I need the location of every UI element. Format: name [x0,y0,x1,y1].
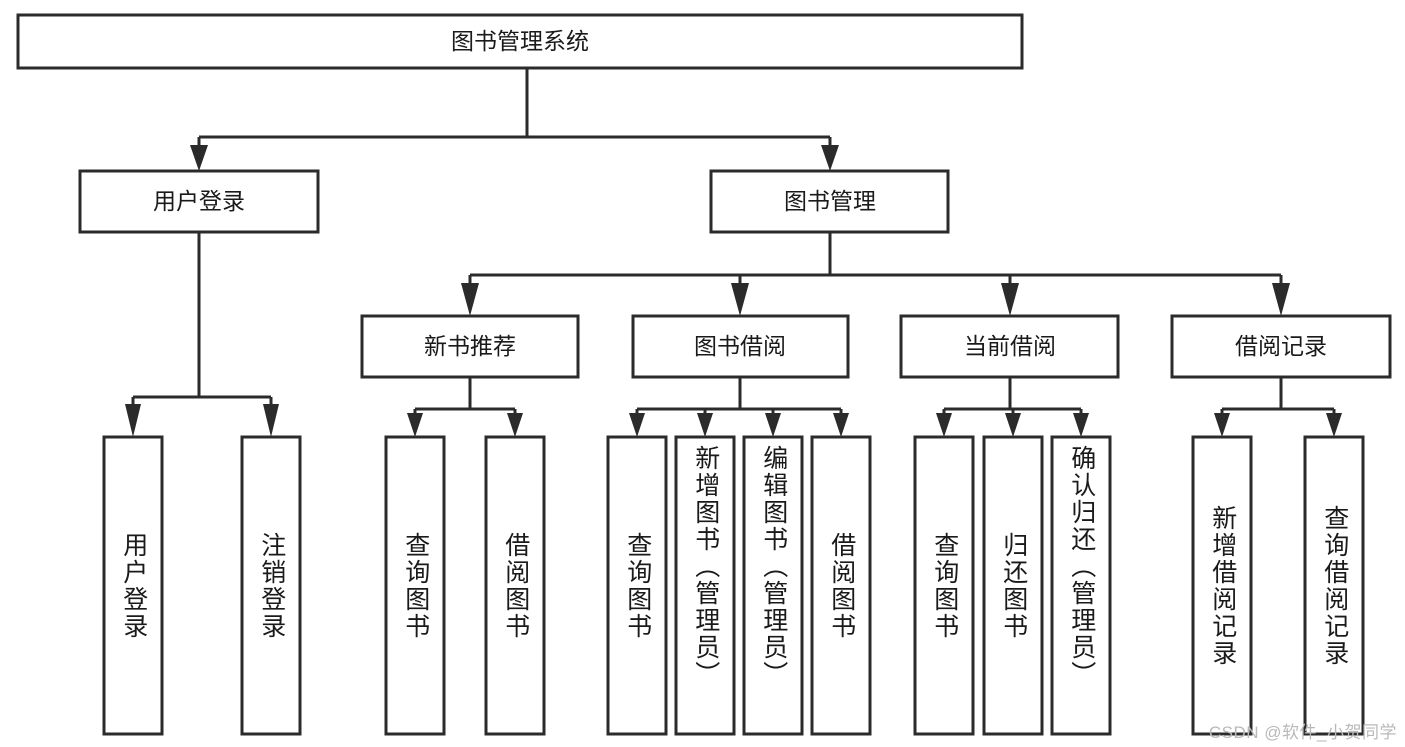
leaf-query-borrow-record-box[interactable] [1303,435,1365,736]
node-current-borrow[interactable]: 当前借阅 [899,314,1120,379]
arrow-head-new-book-recommend [461,283,479,316]
arrow-head-leaf-borrow-book-rec [507,413,523,437]
arrow-head-leaf-query-book-current [936,413,952,437]
arrow-head-leaf-user-login [125,404,141,437]
node-book-management-box[interactable] [709,169,950,234]
node-book-borrow-box[interactable] [631,314,850,379]
leaf-confirm-return-admin-box[interactable] [1050,435,1112,736]
node-current-borrow-label: 当前借阅 [964,333,1056,359]
arrow-head-leaf-confirm-return-admin [1073,413,1089,437]
node-root-label: 图书管理系统 [451,28,589,54]
node-current-borrow-box[interactable] [899,314,1120,379]
leaf-query-book-borrow-box[interactable] [606,435,668,736]
leaf-return-book-box[interactable] [982,435,1044,736]
arrow-head-leaf-query-book-rec [407,413,423,437]
csdn-watermark: CSDN @软件_小贺同学 [1208,723,1397,742]
leaf-add-book-admin-box[interactable] [674,435,736,736]
arrow-head-book-management [821,145,839,171]
node-user-login[interactable]: 用户登录 [78,169,320,234]
node-book-management[interactable]: 图书管理 [709,169,950,234]
arrow-head-leaf-add-book-admin [697,413,713,437]
node-borrow-record-label: 借阅记录 [1235,333,1327,359]
node-user-login-box[interactable] [78,169,320,234]
arrow-head-leaf-query-book-borrow [629,413,645,437]
connector-layer [125,68,1342,437]
leaf-user-login-box[interactable] [102,435,164,736]
arrow-head-leaf-query-borrow-record [1326,413,1342,437]
arrow-head-current-borrow [1001,283,1019,316]
leaf-query-book-current-box[interactable] [913,435,975,736]
leaf-borrow-book-box[interactable] [810,435,872,736]
node-borrow-record-box[interactable] [1170,314,1392,379]
node-book-management-label: 图书管理 [784,188,876,214]
arrow-head-leaf-add-borrow-record [1214,413,1230,437]
leaf-node-layer [102,435,1365,736]
leaf-edit-book-admin-box[interactable] [742,435,804,736]
leaf-user-logout-box[interactable] [240,435,302,736]
arrow-head-leaf-borrow-book [833,413,849,437]
arrow-head-book-borrow [731,283,749,316]
arrow-head-leaf-user-logout [263,404,279,437]
node-book-borrow-label: 图书借阅 [694,333,786,359]
leaf-add-borrow-record-box[interactable] [1191,435,1253,736]
node-root-box[interactable] [16,13,1024,70]
node-borrow-record[interactable]: 借阅记录 [1170,314,1392,379]
node-root[interactable]: 图书管理系统 [16,13,1024,70]
leaf-query-book-rec-box[interactable] [384,435,446,736]
node-new-book-recommend-box[interactable] [360,314,580,379]
leaf-borrow-book-rec-box[interactable] [484,435,546,736]
arrow-head-user-login [190,145,208,171]
arrow-head-borrow-record [1272,283,1290,316]
node-new-book-recommend[interactable]: 新书推荐 [360,314,580,379]
node-book-borrow[interactable]: 图书借阅 [631,314,850,379]
node-new-book-recommend-label: 新书推荐 [424,333,516,359]
node-user-login-label: 用户登录 [153,188,245,214]
arrow-head-leaf-return-book [1005,413,1021,437]
arrow-head-leaf-edit-book-admin [765,413,781,437]
